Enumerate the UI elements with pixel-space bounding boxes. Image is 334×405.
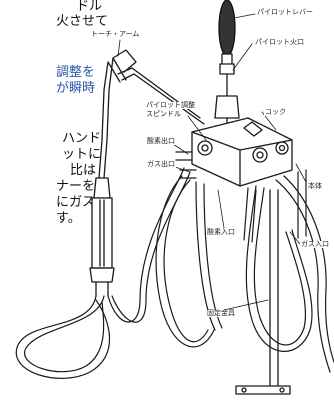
label-pilot-lever: パイロットレバー bbox=[256, 8, 314, 16]
label-oxygen-inlet: 酸素入口 bbox=[206, 228, 236, 236]
para-line-5: が瞬時 bbox=[56, 81, 96, 96]
label-pilot-fire: パイロット火口 bbox=[254, 38, 305, 46]
para-line-12: す。 bbox=[56, 211, 81, 226]
label-pilot-adjust-1: パイロット調整 bbox=[145, 101, 196, 109]
label-torch-arm: トーチ・アーム bbox=[90, 30, 141, 38]
label-gas-outlet: ガス出口 bbox=[146, 160, 176, 168]
para-line-1: ドル bbox=[76, 0, 103, 14]
valve-body bbox=[175, 117, 293, 187]
label-pilot-adjust-2: スピンドル bbox=[145, 110, 182, 118]
label-body: 本体 bbox=[307, 182, 323, 190]
para-line-4: 調整を bbox=[56, 65, 96, 80]
label-fixing-bracket: 固定金具 bbox=[206, 309, 236, 317]
para-line-9: 比は bbox=[70, 163, 97, 178]
para-line-2: 火させて bbox=[56, 14, 109, 29]
leader-lines bbox=[117, 13, 307, 311]
para-line-7: ハンド bbox=[62, 131, 102, 146]
label-gas-inlet: ガス入口 bbox=[300, 240, 330, 248]
label-cock: コック bbox=[264, 108, 287, 116]
para-line-8: ットに bbox=[62, 147, 102, 162]
pilot-lever bbox=[214, 0, 240, 137]
label-oxygen-outlet: 酸素出口 bbox=[146, 137, 176, 145]
para-line-10: ナーを bbox=[56, 179, 96, 194]
fixing-bracket bbox=[235, 189, 291, 395]
hand-torch bbox=[89, 177, 115, 297]
hoses bbox=[15, 167, 334, 379]
